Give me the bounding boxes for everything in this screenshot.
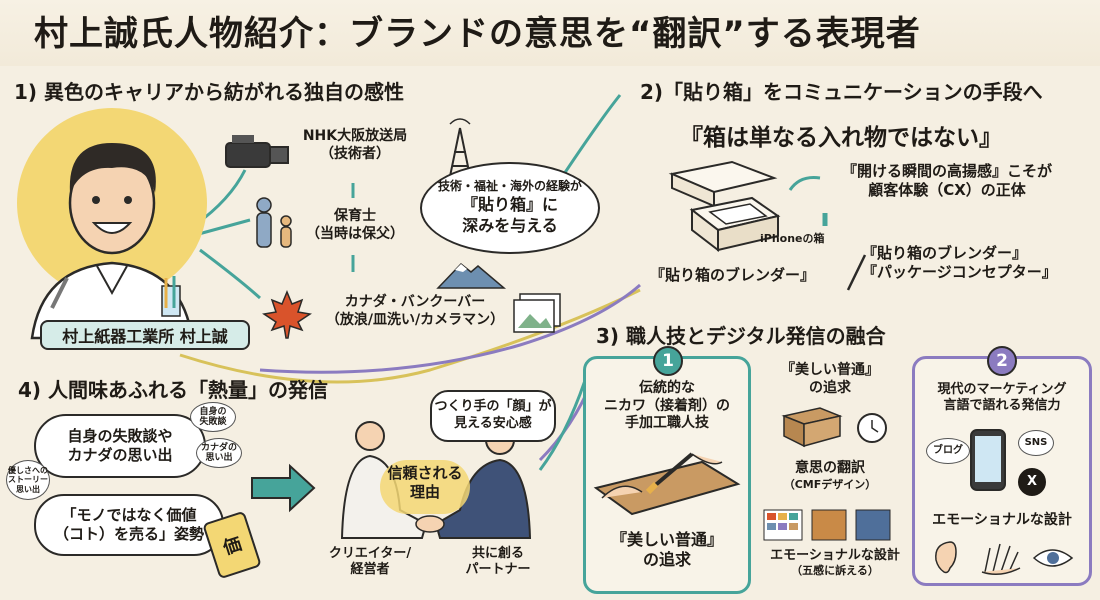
career-nursery-name: 保育士 (334, 208, 376, 224)
broadcast-tower-icon (447, 118, 473, 187)
craft-text: 伝統的な ニカワ（接着剤）の 手加工職人技 (590, 380, 744, 433)
ear-icon (935, 541, 957, 574)
partner-label-line2: パートナー (465, 562, 531, 578)
career-canada: カナダ・バンクーバー （放浪/皿洗い/カメラマン） (315, 294, 515, 329)
experience-bubble-line2: 『貼り箱』に (461, 195, 558, 214)
emotional-design-mid: エモーショナルな設計 （五感に訴える） (760, 548, 910, 578)
creator-label-line2: 経営者 (350, 562, 390, 578)
trust-reason-line2: 理由 (409, 482, 440, 501)
face-bubble-line1: つくり手の「顔」が (434, 399, 552, 415)
intent-translation: 意思の翻訳 （CMFデザイン） (760, 460, 900, 491)
experience-bubble-line3: 深みを与える (462, 215, 558, 235)
section4-heading: 4) 人間味あふれる「熱量」の発信 (18, 378, 329, 402)
intent-translation-line1: 意思の翻訳 (795, 460, 865, 476)
section3-heading: 3) 職人技とデジタル発信の融合 (596, 324, 886, 348)
intent-translation-line2: （CMFデザイン） (783, 477, 877, 491)
marketing-text: 現代のマーケティング 言語で語れる発信力 (918, 382, 1086, 415)
career-nursery: 保育士 （当時は保父） (300, 208, 410, 243)
career-nhk-name: NHK大阪放送局 (302, 128, 408, 144)
trust-highlight (380, 460, 470, 514)
career-nhk: NHK大阪放送局 （技術者） (295, 128, 415, 163)
craft-pursuit: 『美しい普通』 の追求 (590, 530, 744, 570)
canada-memory-tag: カナダの思い出 (196, 438, 242, 468)
page-title: 村上誠氏人物紹介：ブランドの意思を“翻訳”する表現者 (34, 14, 921, 54)
beauty-pursuit-line1: 『美しい普通』 (781, 362, 879, 378)
cx-statement: 『開ける瞬間の高揚感』こそが 顧客体験（CX）の正体 (822, 162, 1072, 200)
emotional-design-mid-line2: （五感に訴える） (791, 564, 879, 578)
section1-heading: 1) 異色のキャリアから紡がれる独自の感性 (14, 80, 405, 104)
material-swatches (763, 509, 891, 541)
family-icon (256, 197, 292, 248)
role-titles: 『貼り箱のブレンダー』 『パッケージコンセプター』 (862, 244, 1072, 282)
senses-icons (935, 541, 1074, 575)
face-bubble-line2: 見える安心感 (454, 416, 532, 431)
cx-statement-line2: 顧客体験（CX）の正体 (868, 180, 1026, 199)
craft-text-line3: 手加工職人技 (625, 415, 709, 431)
role-blender-left: 『貼り箱のブレンダー』 (650, 266, 816, 284)
craft-pursuit-line2: の追求 (642, 550, 691, 569)
marketing-text-line1: 現代のマーケティング (937, 382, 1067, 397)
failure-tag: 自身の失敗談 (190, 402, 236, 432)
experience-bubble: 技術・福祉・海外の経験が 『貼り箱』に 深みを与える (420, 162, 600, 254)
smartphone-icon (970, 429, 1006, 491)
kindness-tag-line3: 思い出 (16, 484, 40, 494)
marketing-text-line2: 言語で語れる発信力 (943, 398, 1061, 414)
craft-pursuit-line1: 『美しい普通』 (610, 530, 723, 549)
hand-icon (984, 543, 1019, 573)
portrait-illustration (17, 108, 207, 340)
trust-reason-line1: 信頼される (387, 464, 463, 482)
partner-label-line1: 共に創る (471, 546, 524, 561)
maple-leaf-icon (262, 290, 312, 339)
creator-label-line1: クリエイター/ (328, 546, 412, 561)
gift-box-illustration (668, 160, 781, 253)
blog-badge: ブログ (926, 438, 970, 464)
section2-heading: 2)「貼り箱」をコミュニケーションの手段へ (640, 80, 1043, 104)
box-and-clock-icon (781, 407, 887, 448)
face-bubble: つくり手の「顔」が 見える安心感 (430, 390, 556, 442)
career-nursery-role: （当時は保父） (306, 225, 404, 242)
craft-number: 1 (653, 346, 683, 376)
role-blender-right: 『貼り箱のブレンダー』 (862, 244, 1028, 262)
photo-icon (513, 293, 561, 333)
kindness-story-tag: 優しさへのストーリー思い出 (6, 460, 50, 500)
iphone-caption: iPhoneの箱 (760, 232, 825, 245)
kindness-tag-line1: 優しさへの (8, 466, 48, 476)
story-bubble: 自身の失敗談や カナダの思い出 (34, 414, 206, 478)
story-bubble-line1: 自身の失敗談や (67, 426, 173, 445)
value-bubble: 「モノではなく価値 （コト）を売る」姿勢 (34, 494, 224, 556)
video-camera-icon (225, 135, 289, 168)
canada-memory-tag-line2: 思い出 (205, 453, 233, 463)
craft-text-line1: 伝統的な (639, 380, 695, 396)
marketing-number: 2 (987, 346, 1017, 376)
beauty-pursuit-line2: の追求 (809, 379, 851, 396)
cx-statement-line1: 『開ける瞬間の高揚感』こそが (841, 162, 1052, 180)
glue-brush-illustration (593, 452, 741, 516)
value-bubble-line1: 「モノではなく価値 (61, 505, 197, 524)
kindness-tag-line2: ストーリー (8, 475, 48, 485)
sns-badge: SNS (1018, 430, 1054, 456)
beauty-pursuit: 『美しい普通』 の追求 (760, 362, 900, 397)
career-nhk-role: （技術者） (320, 145, 390, 162)
value-bubble-line2: （コト）を売る」姿勢 (53, 525, 204, 543)
name-plate: 村上紙器工業所 村上誠 (40, 320, 250, 350)
creator-label: クリエイター/ 経営者 (320, 546, 420, 579)
failure-tag-line1: 自身の (199, 406, 227, 417)
canada-memory-tag-line1: カナダの (200, 442, 237, 453)
emotional-design-mid-line1: エモーショナルな設計 (770, 548, 900, 563)
x-logo-icon: X (1018, 468, 1046, 496)
title-band (0, 0, 1100, 66)
role-concepter: 『パッケージコンセプター』 (862, 262, 1057, 281)
story-bubble-line2: カナダの思い出 (67, 446, 173, 464)
career-canada-role: （放浪/皿洗い/カメラマン） (325, 311, 505, 328)
failure-tag-line2: 失敗談 (199, 417, 227, 427)
partner-label: 共に創る パートナー (448, 546, 548, 579)
career-canada-name: カナダ・バンクーバー (344, 294, 486, 310)
craft-text-line2: ニカワ（接着剤）の (604, 397, 730, 414)
experience-bubble-line1: 技術・福祉・海外の経験が (437, 179, 582, 194)
trust-reason: 信頼される 理由 (380, 464, 470, 502)
mountain-icon (436, 262, 507, 289)
box-quote: 『箱は単なる入れ物ではない』 (680, 125, 1002, 151)
emotional-design-right: エモーショナルな設計 (932, 512, 1072, 528)
